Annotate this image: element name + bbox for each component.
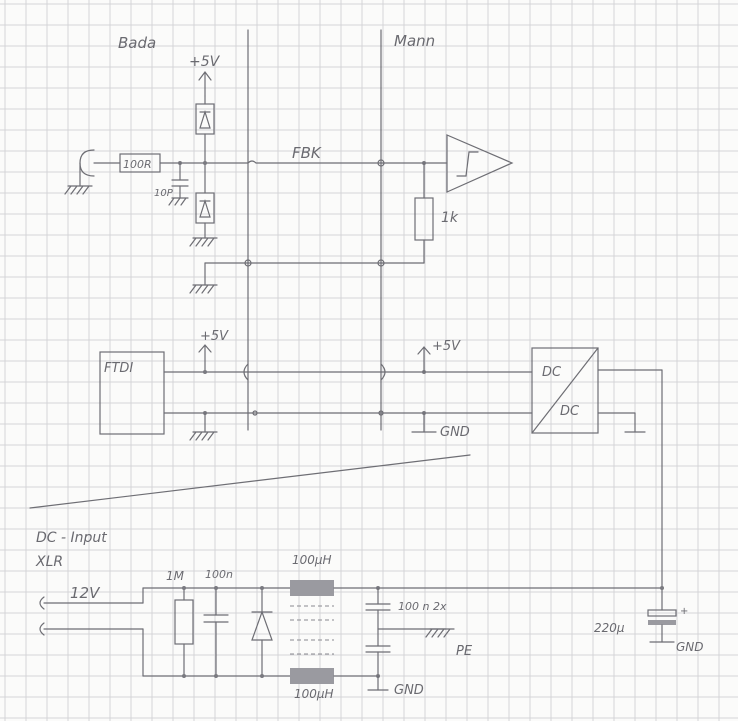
dc-input-section: DC - Input XLR 12V 1M 100n 100μH xyxy=(35,530,704,701)
label-10p: 10P xyxy=(154,188,174,199)
label-100uh-top: 100μH xyxy=(292,553,332,567)
label-100n-right: 100 n 2x xyxy=(398,600,447,613)
label-100uh-bottom: 100μH xyxy=(294,687,334,701)
label-xlr: XLR xyxy=(35,554,63,570)
label-ftdi: FTDI xyxy=(104,361,133,376)
label-100r: 100R xyxy=(123,158,152,171)
input-network: 100R 10P xyxy=(64,149,249,206)
label-pe: PE xyxy=(456,644,473,659)
ground-bus xyxy=(189,259,425,294)
label-mann: Mann xyxy=(394,32,435,50)
label-gnd-bottom: GND xyxy=(394,683,424,698)
label-bada: Bada xyxy=(118,34,156,52)
dcdc-supply: +5V GND DC DC xyxy=(380,339,663,587)
label-dc-input: DC - Input xyxy=(36,530,107,546)
label-220u: 220μ xyxy=(594,621,625,635)
label-plus5v-top: +5V xyxy=(189,54,221,70)
section-divider xyxy=(29,454,471,509)
label-1k: 1k xyxy=(441,210,459,226)
protection-diodes: +5V xyxy=(189,54,221,247)
label-100n-left: 100n xyxy=(205,568,233,581)
fbk-line: FBK 1k xyxy=(247,134,514,264)
label-dc-top: DC xyxy=(542,365,562,380)
label-plus-sign: + xyxy=(680,606,688,617)
label-12v: 12V xyxy=(70,584,101,602)
inductor-bottom xyxy=(290,668,334,684)
inductor-top xyxy=(290,580,334,596)
label-plus5v-right: +5V xyxy=(432,339,461,354)
label-dc-bottom: DC xyxy=(560,404,580,419)
label-gnd-right: GND xyxy=(676,640,704,654)
ftdi-block: FTDI +5V xyxy=(99,329,386,441)
label-fbk: FBK xyxy=(292,144,322,162)
label-1m: 1M xyxy=(166,569,185,583)
label-gnd-mid: GND xyxy=(440,425,470,440)
bus-lines xyxy=(247,29,382,431)
label-plus5v-ftdi: +5V xyxy=(200,329,229,344)
